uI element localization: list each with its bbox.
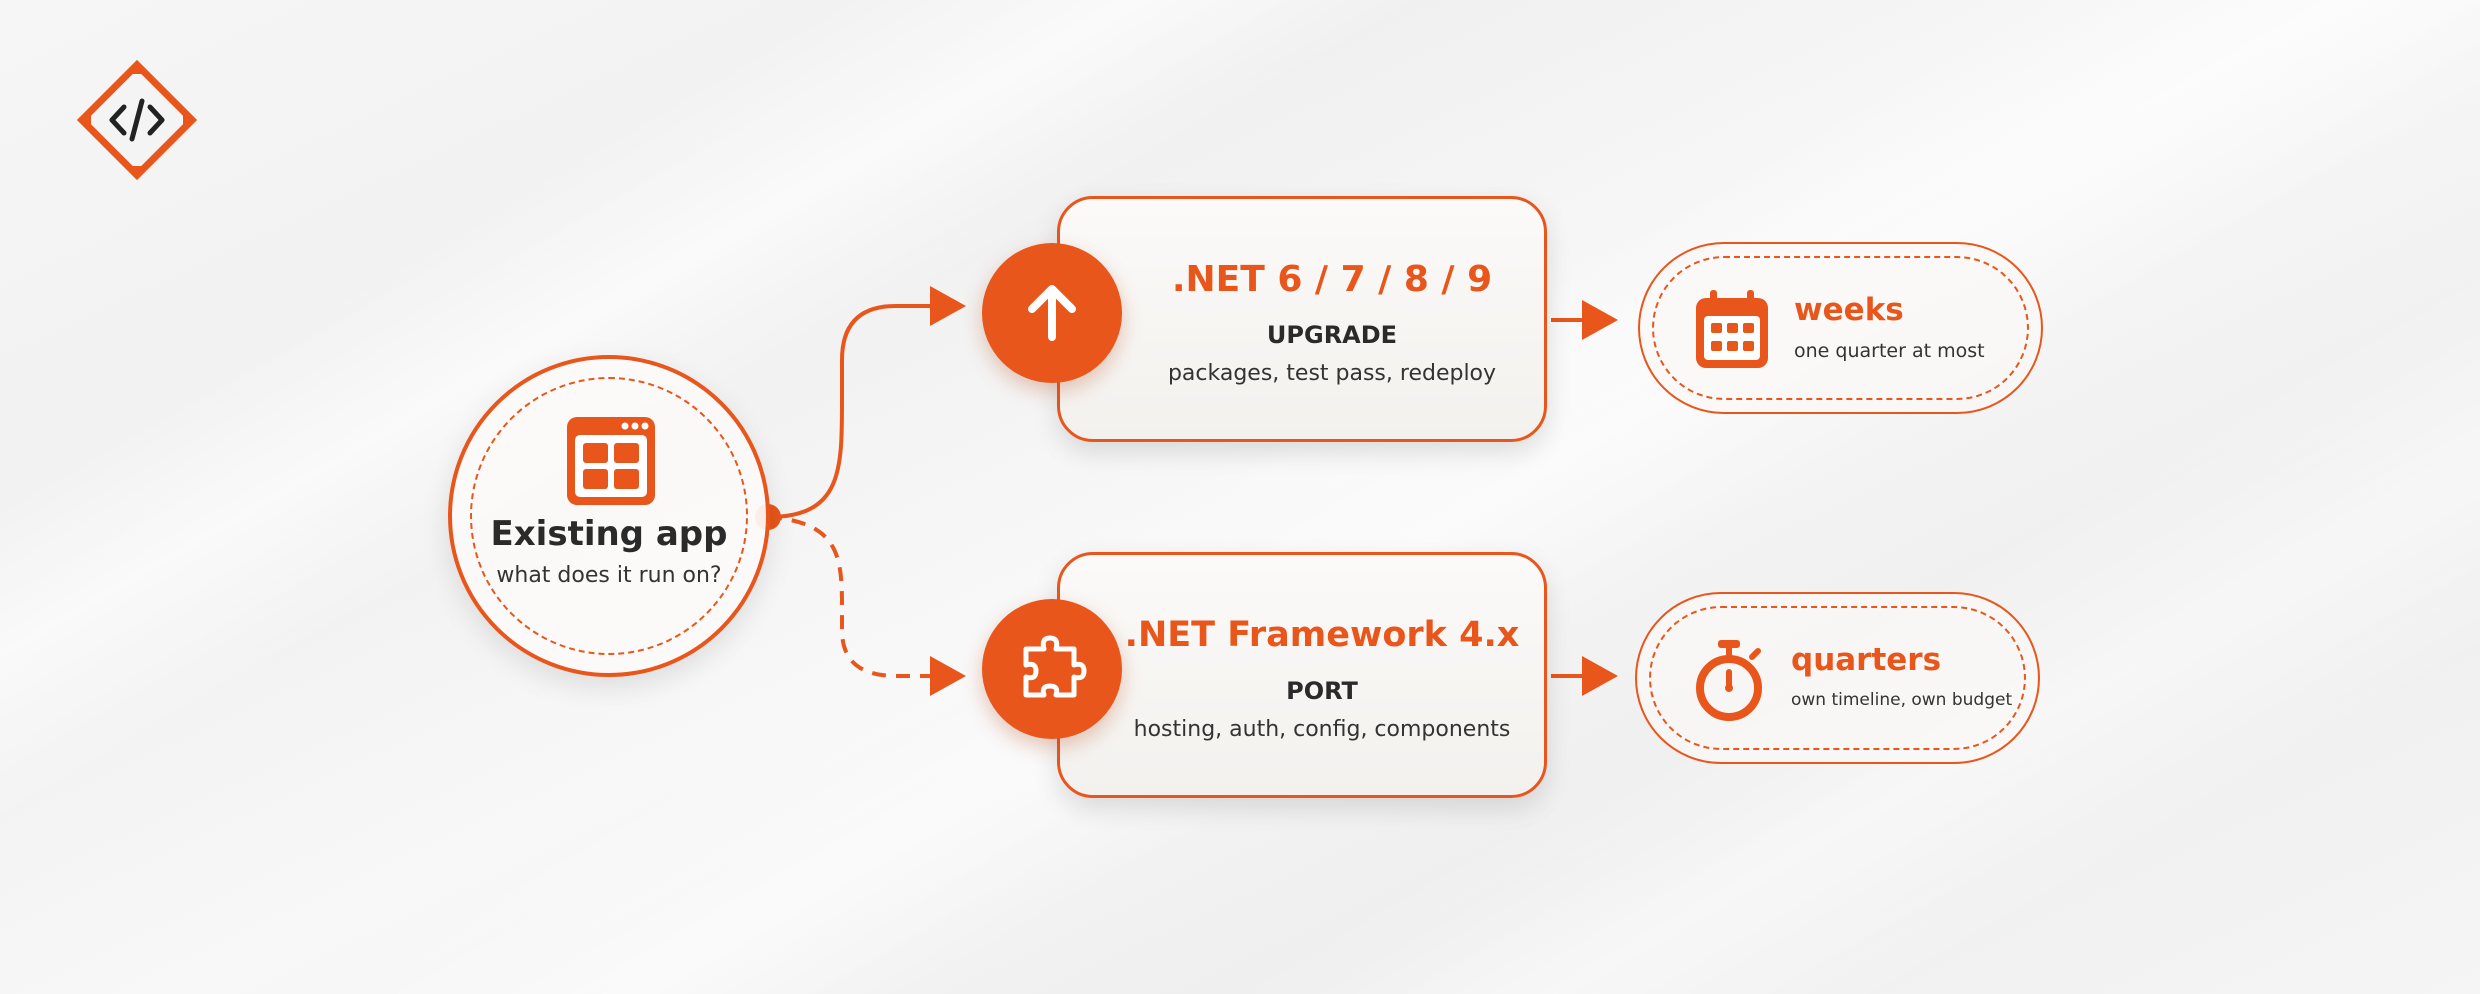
- quarters-dashed-border: [1649, 606, 2026, 750]
- app-window-icon: [565, 415, 657, 507]
- origin-subtitle: what does it run on?: [496, 563, 722, 588]
- existing-app-node: Existing app what does it run on?: [448, 355, 770, 677]
- port-connector: [767, 515, 966, 696]
- weeks-subtitle: one quarter at most: [1794, 340, 1985, 362]
- calendar-icon: [1692, 288, 1772, 372]
- arrow-up-icon: [982, 243, 1122, 383]
- puzzle-piece-icon: [982, 599, 1122, 739]
- port-version: .NET Framework 4.x: [1124, 615, 1520, 655]
- origin-title: Existing app: [490, 514, 728, 554]
- port-description: hosting, auth, config, components: [1133, 717, 1511, 742]
- quarters-result: quarters own timeline, own budget: [1635, 592, 2040, 764]
- weeks-title: weeks: [1794, 292, 1904, 328]
- upgrade-action: UPGRADE: [1266, 321, 1398, 349]
- upgrade-connector: [767, 286, 966, 519]
- upgrade-description: packages, test pass, redeploy: [1167, 361, 1497, 386]
- weeks-result: weeks one quarter at most: [1638, 242, 2043, 414]
- quarters-title: quarters: [1791, 642, 1942, 678]
- stopwatch-icon: [1689, 638, 1769, 722]
- port-action: PORT: [1286, 677, 1358, 705]
- weeks-dashed-border: [1652, 256, 2029, 400]
- port-card: .NET Framework 4.x PORT hosting, auth, c…: [1057, 552, 1547, 798]
- upgrade-card: .NET 6 / 7 / 8 / 9 UPGRADE packages, tes…: [1057, 196, 1547, 442]
- upgrade-version: .NET 6 / 7 / 8 / 9: [1171, 259, 1493, 300]
- origin-dashed-ring: [470, 377, 748, 655]
- code-diamond-icon: [72, 55, 202, 185]
- quarters-subtitle: own timeline, own budget: [1791, 690, 2013, 710]
